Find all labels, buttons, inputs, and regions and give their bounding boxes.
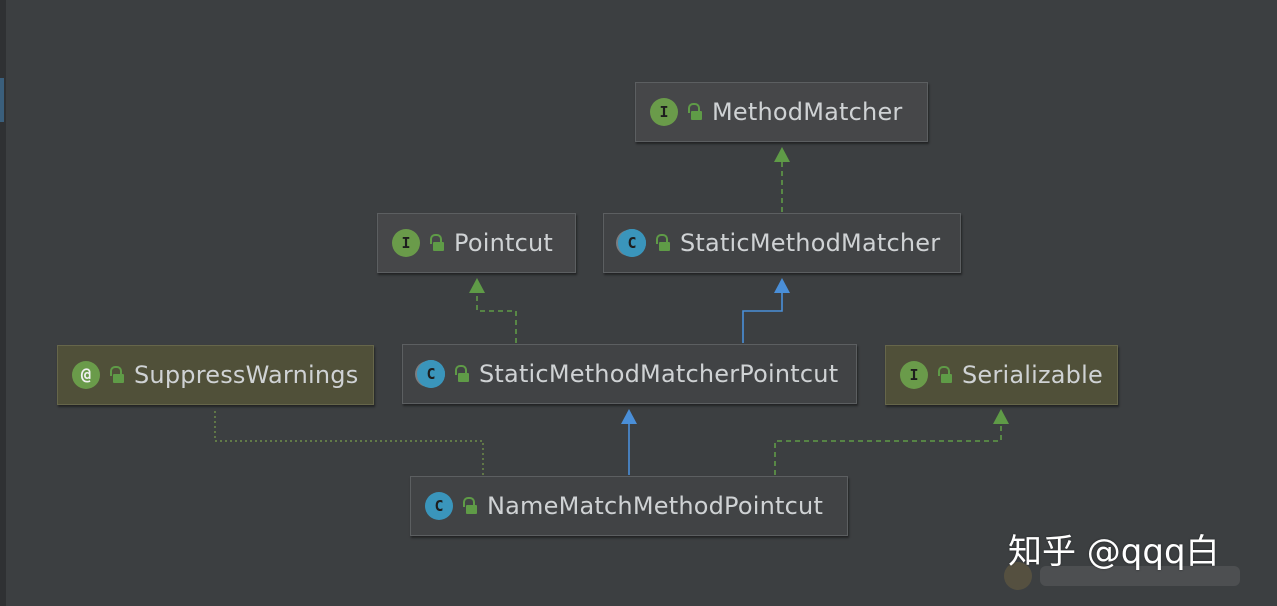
interface-icon: I [650, 98, 678, 126]
public-lock-icon [454, 365, 470, 383]
faded-logo-watermark [1004, 562, 1240, 590]
gutter-marker [0, 78, 4, 122]
abstract-class-icon: C [618, 229, 646, 257]
interface-icon: I [392, 229, 420, 257]
node-label: StaticMethodMatcherPointcut [479, 360, 839, 388]
node-static-method-matcher[interactable]: C StaticMethodMatcher [603, 213, 961, 273]
public-lock-icon [429, 234, 445, 252]
node-pointcut[interactable]: I Pointcut [377, 213, 576, 273]
node-static-method-matcher-pointcut[interactable]: C StaticMethodMatcherPointcut [402, 344, 857, 404]
abstract-class-icon: C [417, 360, 445, 388]
edge-nmmp-implements-serializable [774, 414, 1002, 475]
public-lock-icon [937, 366, 953, 384]
node-label: NameMatchMethodPointcut [487, 492, 824, 520]
public-lock-icon [462, 497, 478, 515]
edge-smmp-implements-pointcut [476, 283, 517, 343]
edge-smmp-extends-static-method-matcher [742, 283, 783, 343]
left-gutter [0, 0, 6, 606]
node-name-match-method-pointcut[interactable]: C NameMatchMethodPointcut [410, 476, 848, 536]
node-suppress-warnings[interactable]: @ SuppressWarnings [57, 345, 374, 405]
class-icon: C [425, 492, 453, 520]
node-label: Serializable [962, 361, 1103, 389]
public-lock-icon [655, 234, 671, 252]
node-method-matcher[interactable]: I MethodMatcher [635, 82, 928, 142]
edge-nmmp-annotated-suppress-warnings [214, 408, 484, 475]
interface-icon: I [900, 361, 928, 389]
node-serializable[interactable]: I Serializable [885, 345, 1118, 405]
zhihu-watermark: 知乎 @qqq白 [1008, 532, 1220, 572]
public-lock-icon [687, 103, 703, 121]
arrowhead-serializable [993, 409, 1009, 424]
arrowhead-pointcut [469, 278, 485, 293]
arrowhead-static-method-matcher [774, 278, 790, 293]
arrowhead-smmp [621, 409, 637, 424]
node-label: MethodMatcher [712, 98, 903, 126]
node-label: Pointcut [454, 229, 554, 257]
node-label: SuppressWarnings [134, 361, 359, 389]
arrowhead-method-matcher [774, 147, 790, 162]
annotation-icon: @ [72, 361, 100, 389]
node-label: StaticMethodMatcher [680, 229, 941, 257]
public-lock-icon [109, 366, 125, 384]
